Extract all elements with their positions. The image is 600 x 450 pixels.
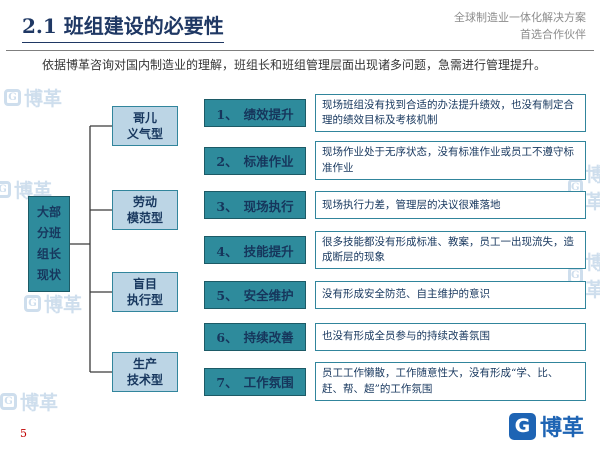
issue-number: 1、 bbox=[216, 106, 238, 122]
page-number: 5 bbox=[20, 427, 27, 440]
type-box-technical: 生产 技术型 bbox=[112, 352, 178, 392]
issue-row-7: 7、工作氛围 员工工作懒散，工作随意性大，没有形成“学、比、赶、帮、超”的工作氛… bbox=[204, 362, 586, 401]
issue-number: 7、 bbox=[216, 375, 238, 391]
issue-label-4: 4、技能提升 bbox=[204, 236, 306, 265]
watermark-text: 博革 bbox=[24, 88, 63, 110]
issue-number: 3、 bbox=[216, 198, 238, 214]
logo-mark-icon: G bbox=[508, 412, 536, 440]
issue-title: 标准作业 bbox=[243, 154, 294, 170]
issue-label-3: 3、现场执行 bbox=[204, 191, 306, 220]
company-logo: G 博革 bbox=[508, 410, 584, 442]
logo-text: 博革 bbox=[539, 415, 584, 441]
issue-description-1: 现场班组没有找到合适的办法提升绩效，也没有制定合理的绩效目标及考核机制 bbox=[315, 94, 586, 133]
issues-list: 1、绩效提升 现场班组没有找到合适的办法提升绩效，也没有制定合理的绩效目标及考核… bbox=[204, 94, 586, 401]
issue-row-3: 3、现场执行 现场执行力差，管理层的决议很难落地 bbox=[204, 189, 586, 222]
watermark-logo-icon: G bbox=[0, 393, 17, 410]
watermark-logo-icon: G bbox=[24, 295, 41, 312]
watermark: G 博革 bbox=[0, 388, 58, 415]
issue-label-2: 2、标准作业 bbox=[204, 146, 306, 175]
issue-number: 2、 bbox=[216, 154, 238, 170]
issue-title: 工作氛围 bbox=[243, 375, 294, 391]
issue-title: 绩效提升 bbox=[243, 106, 294, 122]
issue-number: 5、 bbox=[216, 288, 238, 304]
watermark-text: 博革 bbox=[44, 294, 83, 316]
intro-text: 依据博革咨询对国内制造业的理解，班组长和班组管理层面出现诸多问题，急需进行管理提… bbox=[42, 58, 547, 72]
issue-label-1: 1、绩效提升 bbox=[204, 99, 306, 128]
issue-description-3: 现场执行力差，管理层的决议很难落地 bbox=[315, 191, 586, 220]
issue-number: 6、 bbox=[216, 330, 238, 346]
issue-description-4: 很多技能都没有形成标准、教案，员工一出现流失，造成断层的现象 bbox=[315, 230, 586, 270]
watermark-text: 博革 bbox=[20, 392, 59, 414]
issue-description-5: 没有形成安全防范、自主维护的意识 bbox=[315, 280, 586, 309]
company-tagline: 全球制造业一体化解决方案 首选合作伙伴 bbox=[454, 9, 586, 43]
watermark-logo-icon: G bbox=[4, 89, 21, 106]
issue-row-2: 2、标准作业 现场作业处于无序状态，没有标准作业或员工不遵守标准作业 bbox=[204, 141, 586, 180]
type-box-blind-executor: 盲目 执行型 bbox=[112, 272, 178, 312]
issue-description-2: 现场作业处于无序状态，没有标准作业或员工不遵守标准作业 bbox=[315, 141, 586, 180]
issue-label-7: 7、工作氛围 bbox=[204, 367, 306, 396]
tagline-line1: 全球制造业一体化解决方案 bbox=[454, 11, 586, 24]
watermark-text: 博革 bbox=[585, 164, 600, 213]
issue-label-5: 5、安全维护 bbox=[204, 280, 306, 309]
issue-number: 4、 bbox=[216, 243, 238, 259]
issue-title: 安全维护 bbox=[243, 288, 294, 304]
issue-row-1: 1、绩效提升 现场班组没有找到合适的办法提升绩效，也没有制定合理的绩效目标及考核… bbox=[204, 94, 586, 133]
issue-title: 技能提升 bbox=[243, 243, 294, 259]
tagline-line2: 首选合作伙伴 bbox=[520, 28, 586, 42]
watermark-logo-icon: G bbox=[0, 181, 11, 198]
issue-description-7: 员工工作懒散，工作随意性大，没有形成“学、比、赶、帮、超”的工作氛围 bbox=[315, 362, 586, 401]
type-box-model-worker: 劳动 模范型 bbox=[112, 190, 178, 230]
watermark-text: 博革 bbox=[585, 252, 600, 301]
issue-label-6: 6、持续改善 bbox=[204, 322, 306, 351]
watermark: G 博革 bbox=[4, 84, 62, 111]
issue-title: 现场执行 bbox=[243, 198, 294, 214]
header-divider bbox=[6, 50, 594, 51]
issue-row-6: 6、持续改善 也没有形成全员参与的持续改善氛围 bbox=[204, 320, 586, 353]
root-status-box: 大部 分班 组长 现状 bbox=[28, 196, 70, 292]
issue-row-4: 4、技能提升 很多技能都没有形成标准、教案，员工一出现流失，造成断层的现象 bbox=[204, 230, 586, 270]
page-title: 2.1 班组建设的必要性 bbox=[22, 10, 224, 43]
issue-title: 持续改善 bbox=[243, 330, 294, 346]
type-box-brotherhood: 哥儿 义气型 bbox=[112, 106, 178, 146]
issue-row-5: 5、安全维护 没有形成安全防范、自主维护的意识 bbox=[204, 278, 586, 311]
watermark: G 博革 bbox=[24, 290, 82, 317]
issue-description-6: 也没有形成全员参与的持续改善氛围 bbox=[315, 322, 586, 351]
